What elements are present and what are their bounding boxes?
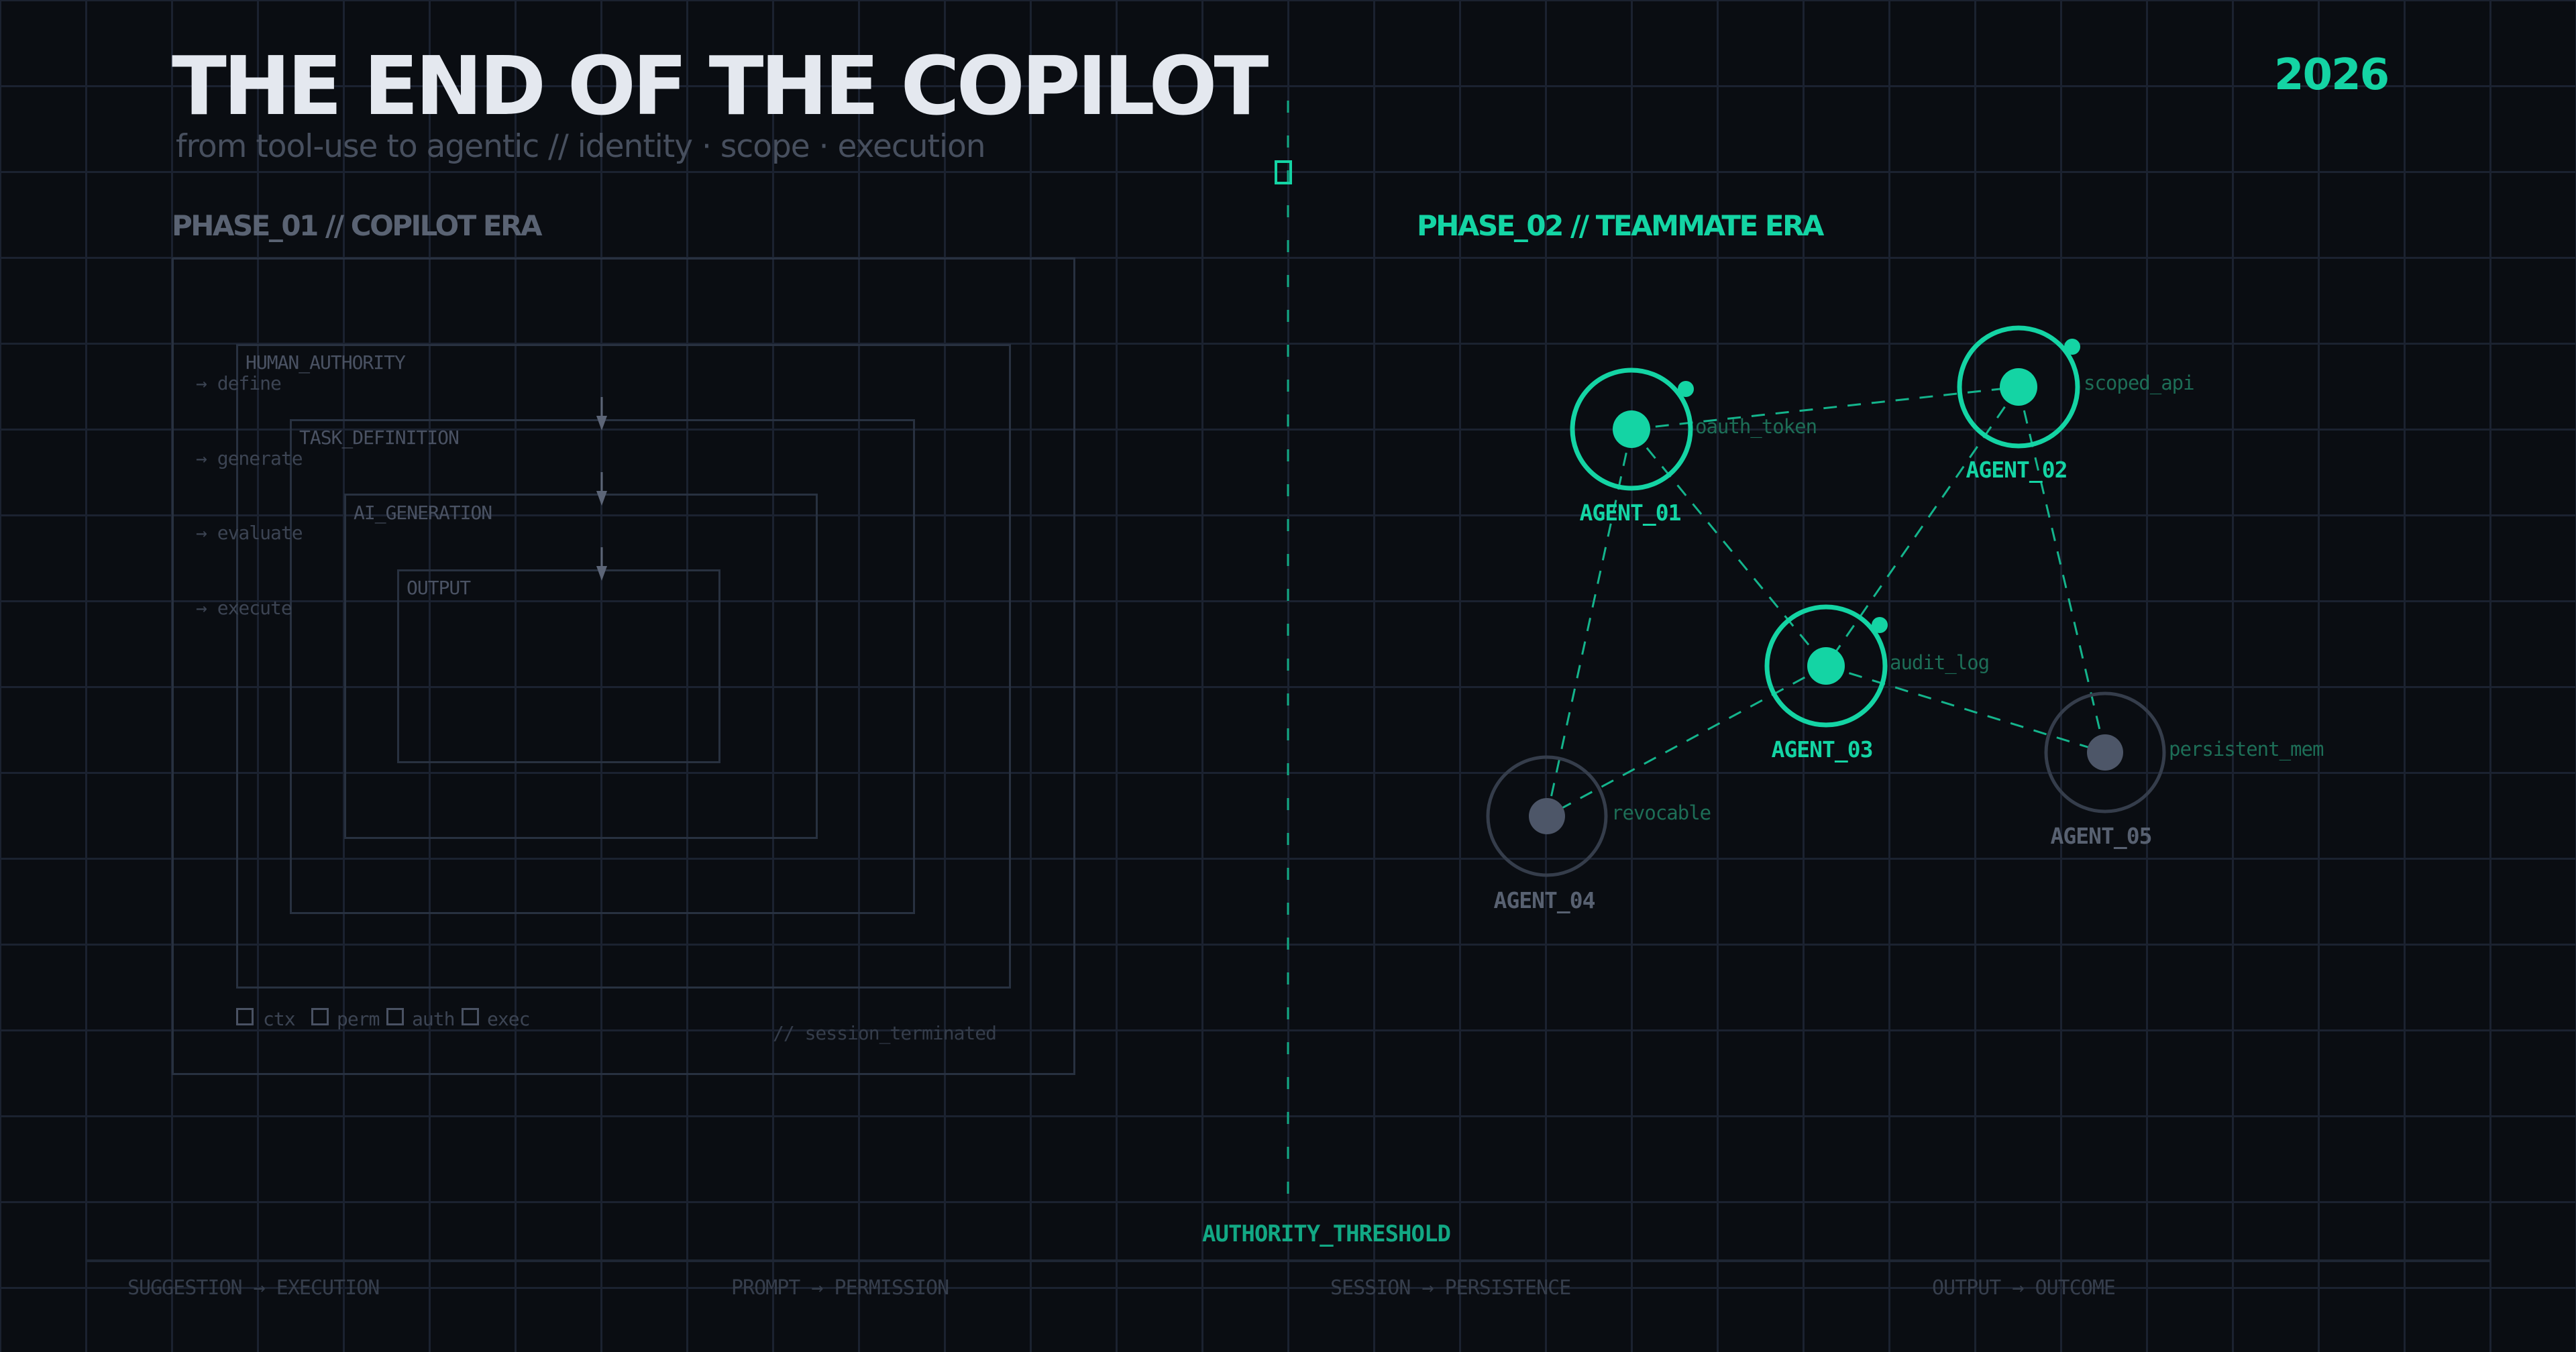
authority-threshold-label: AUTHORITY_THRESHOLD	[1202, 1221, 1451, 1247]
agent-node-04	[1486, 755, 1608, 877]
layer-ai-generation	[344, 494, 818, 839]
step-execute: → execute	[196, 597, 292, 619]
step-generate: → generate	[196, 447, 303, 469]
phase-01-heading: PHASE_01 // COPILOT ERA	[172, 209, 542, 242]
agent-label-04: AGENT_04	[1493, 887, 1596, 913]
connection-01-02	[1631, 386, 2019, 431]
agent-attr-revocable: revocable	[1611, 801, 1711, 824]
legend-label-exec: exec	[487, 1008, 530, 1030]
footer-rule	[86, 1259, 2490, 1262]
agent-label-05: AGENT_05	[2050, 823, 2153, 849]
threshold-marker-icon	[1275, 160, 1292, 184]
legend-label-auth: auth	[412, 1008, 455, 1030]
step-define: → define	[196, 372, 282, 394]
year-badge: 2026	[2274, 50, 2390, 100]
legend-checkbox-exec	[462, 1008, 479, 1025]
agent-label-02: AGENT_02	[1966, 457, 2068, 483]
legend-checkbox-perm	[311, 1008, 329, 1025]
agent-node-03	[1764, 604, 1888, 728]
agent-attr-audit-log: audit_log	[1890, 651, 1990, 674]
connection-01-04	[1546, 429, 1633, 817]
connection-03-05	[1825, 665, 2106, 754]
connection-02-05	[2017, 386, 2106, 753]
agent-node-05	[2044, 691, 2166, 813]
step-evaluate: → evaluate	[196, 522, 303, 544]
agent-attr-persistent-mem: persistent_mem	[2169, 738, 2324, 760]
page-subtitle: from tool-use to agentic // identity · s…	[176, 128, 986, 165]
footer-shift-output-outcome: OUTPUT → OUTCOME	[1932, 1276, 2116, 1300]
layer-label-output: OUTPUT	[407, 577, 471, 599]
phase-02-heading: PHASE_02 // TEAMMATE ERA	[1417, 209, 1824, 242]
page-title: THE END OF THE COPILOT	[172, 40, 1269, 133]
agent-attr-scoped-api: scoped_api	[2084, 372, 2195, 394]
layer-label-human-authority: HUMAN_AUTHORITY	[246, 351, 406, 374]
footer-shift-suggestion-execution: SUGGESTION → EXECUTION	[127, 1276, 380, 1300]
agent-node-02	[1957, 325, 2080, 449]
connection-02-03	[1825, 386, 2020, 667]
agent-node-01	[1570, 368, 1694, 491]
agent-label-03: AGENT_03	[1771, 736, 1874, 763]
layer-label-task-definition: TASK_DEFINITION	[299, 427, 460, 449]
layer-label-ai-generation: AI_GENERATION	[354, 502, 492, 524]
footer-shift-session-persistence: SESSION → PERSISTENCE	[1330, 1276, 1571, 1300]
footer-shift-prompt-permission: PROMPT → PERMISSION	[731, 1276, 949, 1300]
connection-03-04	[1546, 665, 1827, 818]
connection-01-03	[1630, 429, 1827, 667]
layer-human-authority	[236, 344, 1011, 989]
legend-label-ctx: ctx	[263, 1008, 296, 1030]
agent-attr-oauth-token: oauth_token	[1695, 415, 1817, 438]
session-status: // session_terminated	[773, 1022, 997, 1044]
agent-connections	[1546, 386, 2106, 818]
legend-label-perm: perm	[337, 1008, 380, 1030]
legend-checkbox-ctx	[236, 1008, 254, 1025]
flow-arrows	[596, 397, 607, 581]
legend-checkbox-auth	[386, 1008, 404, 1025]
agent-label-01: AGENT_01	[1579, 500, 1682, 526]
phase-01-frame	[172, 258, 1075, 1075]
layer-output	[397, 569, 720, 763]
